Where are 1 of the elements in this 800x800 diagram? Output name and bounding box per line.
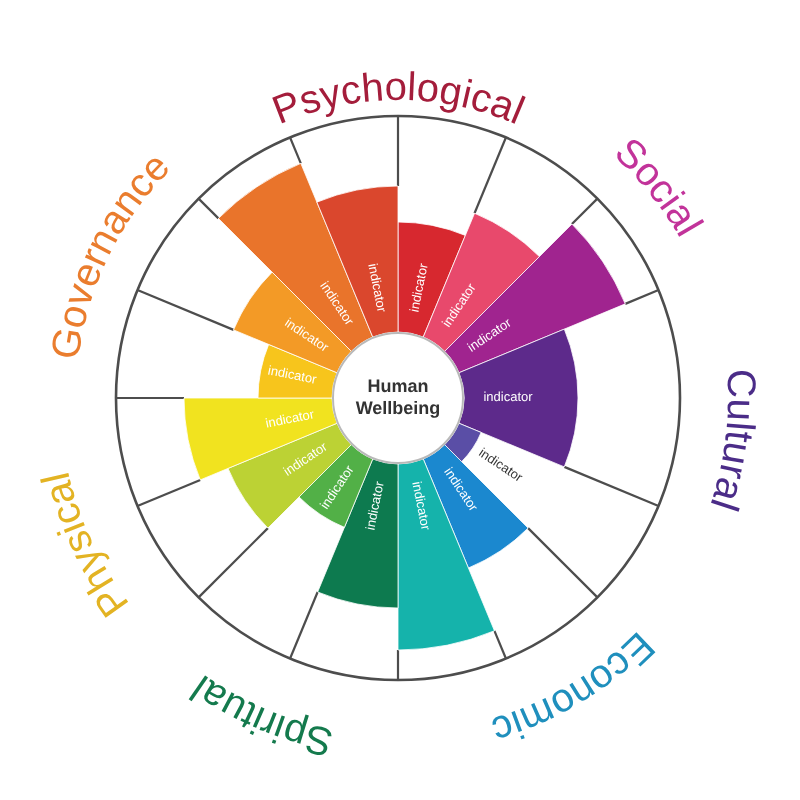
domain-label: Psychological — [266, 65, 530, 134]
